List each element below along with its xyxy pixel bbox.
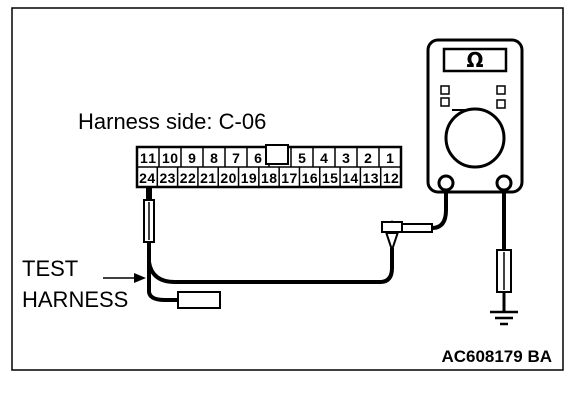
test-harness-label-line1: TEST (22, 256, 78, 281)
ohmmeter: Ω (426, 38, 524, 194)
pin-number-21: 21 (200, 170, 216, 186)
pin-number-2: 2 (364, 150, 372, 166)
harness-branch-wire (147, 258, 178, 302)
pin-number-17: 17 (281, 170, 297, 186)
pin-number-12: 12 (383, 170, 399, 186)
pin-number-23: 23 (159, 170, 175, 186)
test-clip (381, 220, 433, 254)
pin-number-16: 16 (302, 170, 318, 186)
figure-id: AC608179 BA (441, 347, 552, 366)
pin-number-6: 6 (254, 150, 262, 166)
meter-button-4 (496, 99, 506, 109)
meter-display (442, 47, 508, 73)
pin-number-24: 24 (139, 170, 155, 186)
pin-number-13: 13 (363, 170, 379, 186)
meter-button-3 (496, 85, 506, 95)
pin-number-8: 8 (210, 150, 218, 166)
probe-pin (146, 186, 152, 200)
pin-number-7: 7 (232, 150, 240, 166)
jack-left (437, 174, 455, 192)
pin-number-15: 15 (322, 170, 338, 186)
ground-lead (496, 190, 512, 312)
meter-lead-positive (431, 185, 448, 230)
pin-number-9: 9 (188, 150, 196, 166)
pin-number-22: 22 (180, 170, 196, 186)
label-arrow (103, 273, 146, 283)
pin-number-4: 4 (320, 150, 328, 166)
connector-caption: Harness side: C-06 (78, 109, 266, 134)
pin-number-10: 10 (162, 150, 178, 166)
ground-icon (490, 310, 518, 326)
pin-number-19: 19 (241, 170, 257, 186)
harness-wire (147, 242, 394, 284)
pin-number-5: 5 (298, 150, 306, 166)
pin-number-14: 14 (342, 170, 358, 186)
jack-right (495, 174, 513, 192)
meter-button-2 (440, 97, 450, 107)
selector-dial (444, 107, 506, 169)
connector-lock-tab (265, 144, 289, 165)
pin-number-1: 1 (386, 150, 394, 166)
pin-number-11: 11 (140, 150, 156, 166)
meter-button-1 (440, 85, 450, 95)
figure-border (11, 7, 564, 371)
pin-number-18: 18 (261, 170, 277, 186)
ohm-symbol: Ω (466, 48, 483, 72)
pin-number-3: 3 (342, 150, 350, 166)
test-harness-label-line2: HARNESS (22, 287, 128, 312)
harness-branch-connector (177, 291, 221, 309)
test-harness (143, 186, 394, 309)
pin-number-20: 20 (220, 170, 236, 186)
